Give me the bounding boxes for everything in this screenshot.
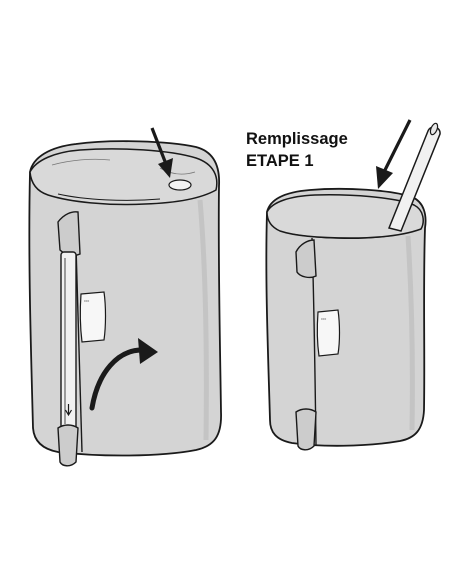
right-flap (295, 239, 317, 279)
left-label-print: ≡≡≡ (84, 299, 90, 303)
insert-arrow-right (383, 119, 412, 171)
left-flap (57, 211, 81, 256)
left-bag-top (29, 148, 218, 206)
curved-arrow-head (138, 338, 158, 364)
left-bottom-sleeve (57, 424, 79, 467)
left-tube (60, 251, 77, 431)
left-bag-wrinkle (51, 158, 196, 175)
arrow-down-icon (64, 404, 73, 417)
arrow-down-icon (376, 166, 393, 189)
right-bag-shading (405, 235, 415, 431)
arrow-down-icon (158, 158, 173, 178)
right-label (316, 309, 341, 357)
caption-title: Remplissage (246, 130, 348, 148)
curved-arrow-icon (89, 347, 145, 411)
insert-arrow-left (150, 127, 168, 165)
right-bottom-sleeve (295, 408, 317, 451)
right-label-print: ≡≡≡ (321, 317, 327, 321)
step-caption: Remplissage ETAPE 1 (246, 128, 396, 172)
caption-step: ETAPE 1 (246, 152, 314, 170)
right-bag-top (266, 194, 424, 239)
left-bag-rim (57, 193, 161, 201)
right-weight-bag: ≡≡≡ (265, 119, 441, 451)
left-weight-bag: ≡≡≡ (28, 127, 222, 467)
fill-tube-end (429, 122, 439, 136)
fill-opening (168, 179, 192, 191)
right-bag-rim (291, 233, 391, 239)
left-bag-shading (197, 199, 209, 441)
left-label (79, 291, 107, 343)
